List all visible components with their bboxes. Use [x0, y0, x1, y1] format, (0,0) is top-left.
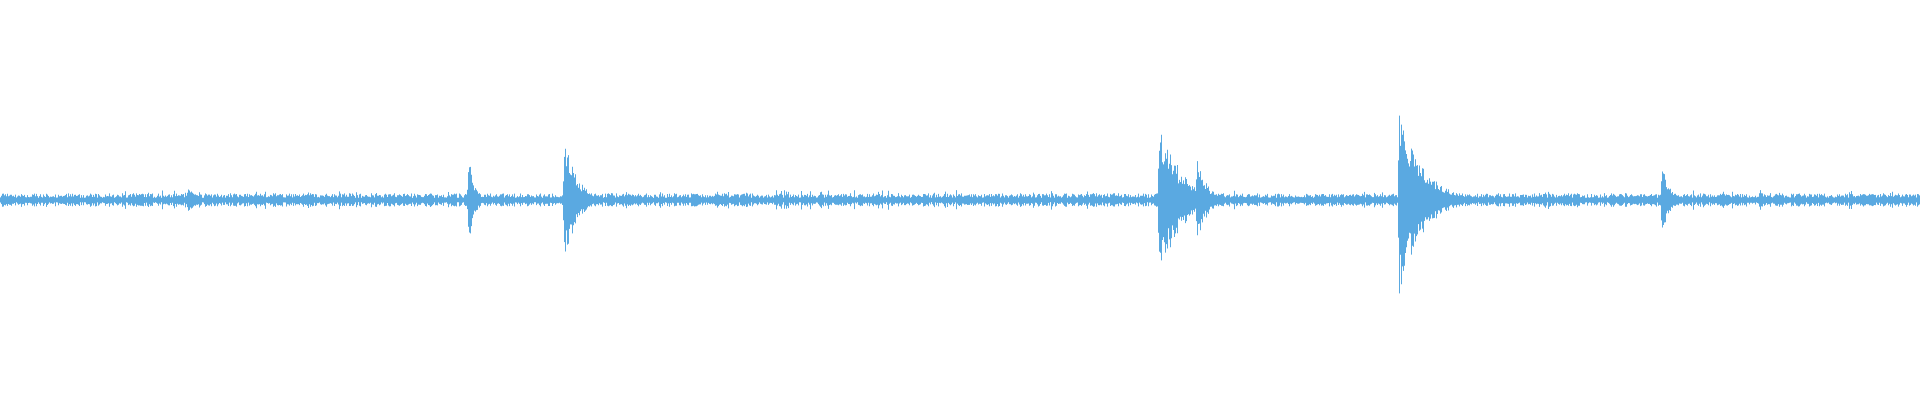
- waveform-trace: [0, 115, 1920, 294]
